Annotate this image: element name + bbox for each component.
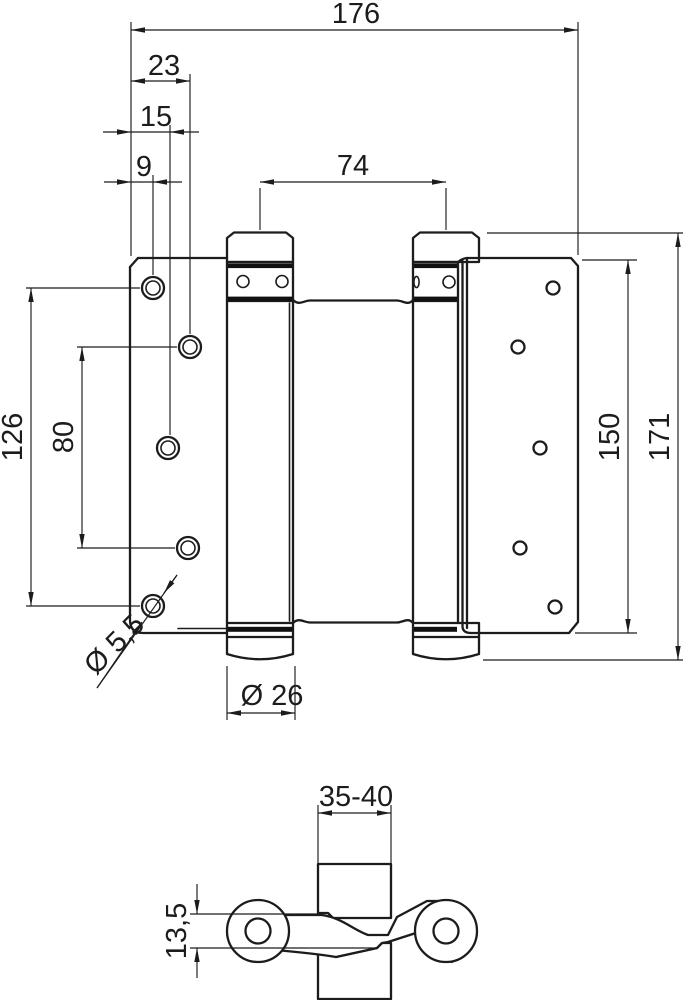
left-knuckle (225, 898, 291, 964)
dim-label-171: 171 (644, 413, 676, 461)
plate-screw-hole (275, 274, 289, 289)
leaf-hole (510, 280, 563, 615)
dim-offset-9: 9 (104, 151, 182, 185)
section-view: 35-40 13,5 (161, 781, 479, 1000)
front-view: 176 23 15 9 (0, 0, 683, 720)
top-cap (225, 231, 295, 264)
dim-screw-hole-diameter: Ø 5,5 (78, 574, 178, 689)
left-barrel (225, 231, 295, 661)
dim-strap-thickness: 13,5 (161, 884, 200, 978)
bottom-cap (225, 635, 295, 661)
dim-hole-span-80: 80 (48, 347, 85, 548)
dim-label-9: 9 (136, 151, 152, 183)
spring-housing (291, 298, 415, 625)
dim-door-thickness: 35-40 (318, 781, 393, 816)
dim-overall-width: 176 (131, 0, 578, 33)
plate-screw-hole (236, 274, 250, 289)
dim-label-dia-26: Ø 26 (241, 680, 304, 712)
bottom-cap (411, 635, 481, 661)
door-block-upper (316, 862, 393, 920)
dim-barrel-diameter: Ø 26 (227, 680, 304, 716)
dim-label-dia-5-5: Ø 5,5 (78, 608, 151, 681)
dim-label-35-40: 35-40 (319, 781, 393, 813)
leaf-hole (140, 275, 203, 619)
pin-hole (244, 917, 272, 945)
dimensions-front: 176 23 15 9 (0, 0, 683, 720)
bottom-plate (225, 621, 295, 639)
dim-offset-23: 23 (131, 50, 190, 84)
plate-screw-hole-partial (413, 275, 420, 289)
dim-label-23: 23 (148, 50, 180, 82)
right-leaf (456, 256, 580, 635)
dim-overall-height: 171 (644, 233, 681, 660)
right-knuckle (413, 898, 479, 964)
dim-label-150: 150 (594, 413, 626, 461)
dim-label-13-5: 13,5 (161, 903, 193, 959)
top-cap (411, 231, 481, 264)
right-barrel (411, 231, 481, 661)
dim-offset-15: 15 (103, 101, 199, 135)
dim-label-126: 126 (0, 413, 29, 461)
dim-label-15: 15 (140, 101, 172, 133)
bottom-plate (411, 621, 481, 639)
dim-label-176: 176 (332, 0, 380, 30)
dim-pin-spacing: 74 (260, 150, 446, 185)
left-leaf (128, 256, 229, 635)
dim-label-80: 80 (48, 421, 80, 453)
dim-label-74: 74 (337, 150, 369, 182)
dimensions-section: 35-40 13,5 (161, 781, 393, 978)
dim-leaf-height: 150 (594, 260, 631, 633)
plate-screw-hole (442, 275, 456, 289)
dim-hole-span-126: 126 (0, 288, 34, 606)
pin-hole (432, 917, 460, 945)
